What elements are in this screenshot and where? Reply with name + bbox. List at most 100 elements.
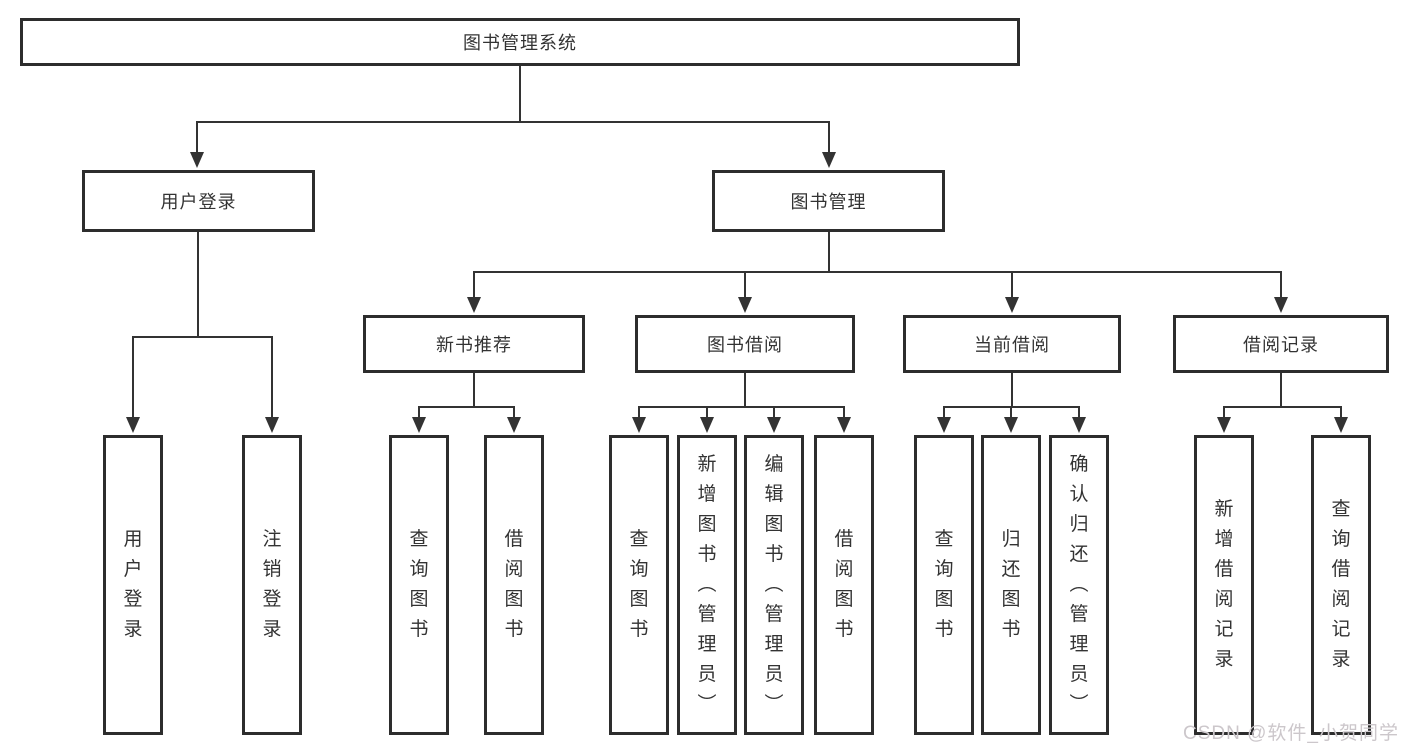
arrow-down-icon: [265, 417, 279, 433]
node-label: 确认归还︵管理员︶: [1052, 438, 1106, 732]
vertical-glyph: 图: [764, 514, 784, 535]
arrow-down-icon: [467, 297, 481, 313]
leaf-borrow-books: 借阅图书: [814, 435, 874, 735]
node-borrow-records: 借阅记录: [1173, 315, 1389, 373]
arrow-down-icon: [1072, 417, 1086, 433]
connector-vline: [473, 272, 475, 298]
vertical-glyph: 图: [409, 589, 429, 610]
arrow-down-icon: [700, 417, 714, 433]
vertical-glyph: 询: [1331, 529, 1351, 550]
arrow-down-icon: [632, 417, 646, 433]
node-label: 查询图书: [392, 438, 446, 732]
vertical-glyph: 借: [1331, 559, 1351, 580]
vertical-glyph: 图: [1001, 589, 1021, 610]
connector-vline: [1280, 373, 1282, 407]
connector-vline: [706, 407, 708, 418]
vertical-glyph: 录: [262, 619, 282, 640]
node-label: 查询图书: [612, 438, 666, 732]
node-label: 注销登录: [245, 438, 299, 732]
node-current-borrow: 当前借阅: [903, 315, 1121, 373]
vertical-glyph: 查: [629, 529, 649, 550]
leaf-user-login: 用户登录: [103, 435, 163, 735]
connector-vline: [196, 122, 198, 153]
connector-vline: [638, 407, 640, 418]
vertical-glyph: 录: [1214, 649, 1234, 670]
leaf-edit-books-admin: 编辑图书︵管理员︶: [744, 435, 804, 735]
node-label: 新增图书︵管理员︶: [680, 438, 734, 732]
connector-vline: [1280, 272, 1282, 298]
leaf-logout: 注销登录: [242, 435, 302, 735]
leaf-query-borrow-record: 查询借阅记录: [1311, 435, 1371, 735]
leaf-confirm-return-admin: 确认归还︵管理员︶: [1049, 435, 1109, 735]
arrow-down-icon: [738, 297, 752, 313]
arrow-down-icon: [1334, 417, 1348, 433]
vertical-glyph: 图: [834, 589, 854, 610]
arrow-down-icon: [822, 152, 836, 168]
leaf-add-borrow-record: 新增借阅记录: [1194, 435, 1254, 735]
node-label: 图书借阅: [707, 335, 783, 355]
node-label: 图书管理系统: [463, 33, 577, 53]
node-label: 当前借阅: [974, 335, 1050, 355]
node-label: 归还图书: [984, 438, 1038, 732]
vertical-glyph: 书: [834, 619, 854, 640]
vertical-glyph: 用: [123, 529, 143, 550]
vertical-glyph: 询: [629, 559, 649, 580]
connector-vline: [519, 66, 521, 122]
vertical-glyph: 员: [697, 664, 717, 685]
vertical-glyph: 理: [764, 634, 784, 655]
arrow-down-icon: [412, 417, 426, 433]
vertical-glyph: 书: [409, 619, 429, 640]
connector-hline: [473, 271, 1282, 273]
node-book-borrow: 图书借阅: [635, 315, 855, 373]
node-user-login: 用户登录: [82, 170, 315, 232]
vertical-glyph: 确: [1069, 454, 1089, 475]
vertical-glyph: 查: [1331, 499, 1351, 520]
vertical-glyph: ︵: [697, 574, 717, 595]
leaf-borrow-books: 借阅图书: [484, 435, 544, 735]
arrow-down-icon: [1274, 297, 1288, 313]
connector-vline: [1223, 407, 1225, 418]
vertical-glyph: ︶: [764, 694, 784, 715]
vertical-glyph: 新: [1214, 499, 1234, 520]
connector-vline: [828, 122, 830, 153]
vertical-glyph: 员: [1069, 664, 1089, 685]
vertical-glyph: 图: [934, 589, 954, 610]
vertical-glyph: 还: [1069, 544, 1089, 565]
connector-vline: [271, 337, 273, 418]
node-label: 查询图书: [917, 438, 971, 732]
node-label: 借阅记录: [1243, 335, 1319, 355]
arrow-down-icon: [126, 417, 140, 433]
vertical-glyph: 管: [697, 604, 717, 625]
arrow-down-icon: [507, 417, 521, 433]
vertical-glyph: 书: [629, 619, 649, 640]
vertical-glyph: 认: [1069, 484, 1089, 505]
vertical-glyph: 录: [1331, 649, 1351, 670]
connector-hline: [196, 121, 830, 123]
connector-vline: [773, 407, 775, 418]
vertical-glyph: 书: [1001, 619, 1021, 640]
vertical-glyph: 图: [504, 589, 524, 610]
connector-vline: [1011, 272, 1013, 298]
connector-vline: [828, 232, 830, 272]
node-label: 新书推荐: [436, 335, 512, 355]
connector-vline: [1078, 407, 1080, 418]
vertical-glyph: 阅: [1214, 589, 1234, 610]
vertical-glyph: 管: [764, 604, 784, 625]
node-label: 用户登录: [160, 192, 237, 212]
arrow-down-icon: [937, 417, 951, 433]
arrow-down-icon: [1005, 297, 1019, 313]
vertical-glyph: 查: [409, 529, 429, 550]
node-label: 借阅图书: [817, 438, 871, 732]
leaf-query-books: 查询图书: [914, 435, 974, 735]
arrow-down-icon: [837, 417, 851, 433]
watermark: CSDN @软件_小贺同学: [1183, 723, 1399, 744]
node-label: 借阅图书: [487, 438, 541, 732]
vertical-glyph: 户: [123, 559, 143, 580]
connector-vline: [744, 373, 746, 407]
vertical-glyph: 管: [1069, 604, 1089, 625]
vertical-glyph: 书: [697, 544, 717, 565]
connector-vline: [473, 373, 475, 407]
node-book-management: 图书管理: [712, 170, 945, 232]
vertical-glyph: 注: [262, 529, 282, 550]
